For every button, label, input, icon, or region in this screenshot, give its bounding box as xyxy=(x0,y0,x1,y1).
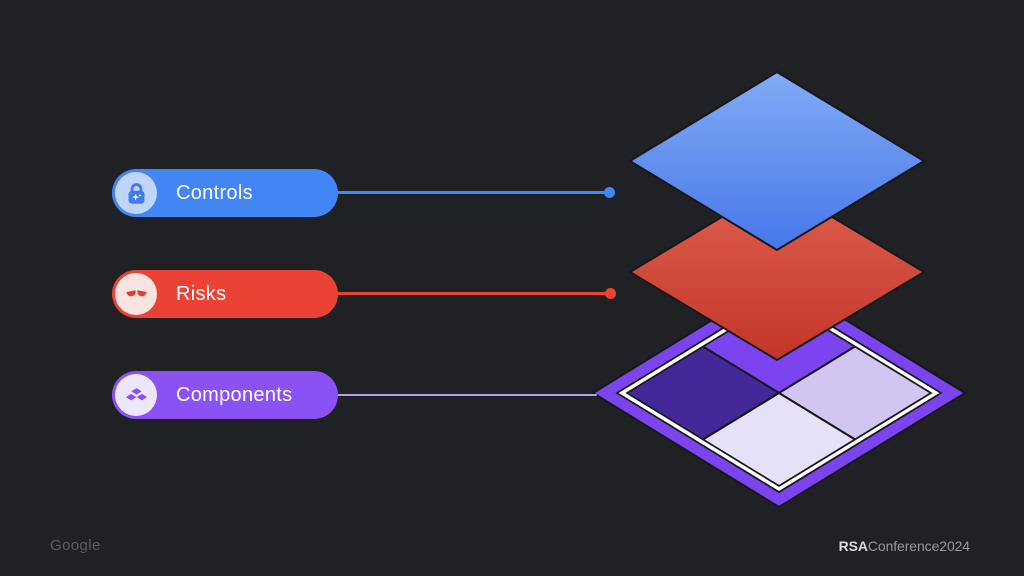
legend-label-risks: Risks xyxy=(176,282,227,305)
legend-label-controls: Controls xyxy=(176,181,253,204)
components-connector-line xyxy=(335,394,597,396)
google-logo: Google xyxy=(50,537,101,554)
legend-pill-controls: Controls xyxy=(112,169,338,217)
controls-connector-line xyxy=(335,191,607,194)
rsa-logo-rest: Conference2024 xyxy=(867,538,970,554)
risks-connector-line xyxy=(335,292,608,295)
stacked-diamonds-icon xyxy=(115,374,157,416)
layered-diamond-diagram xyxy=(591,70,967,509)
lock-sparkle-icon xyxy=(115,172,157,214)
legend-label-components: Components xyxy=(176,383,293,406)
controls-connector-dot xyxy=(604,187,615,198)
risks-connector-dot xyxy=(605,288,616,299)
controls-layer xyxy=(628,70,926,252)
villain-mask-icon xyxy=(115,273,157,315)
rsa-logo-bold: RSA xyxy=(838,538,868,554)
rsa-conference-logo: RSAConference2024 xyxy=(839,538,970,554)
legend-pill-risks: Risks xyxy=(112,270,338,318)
legend-pill-components: Components xyxy=(112,371,338,419)
